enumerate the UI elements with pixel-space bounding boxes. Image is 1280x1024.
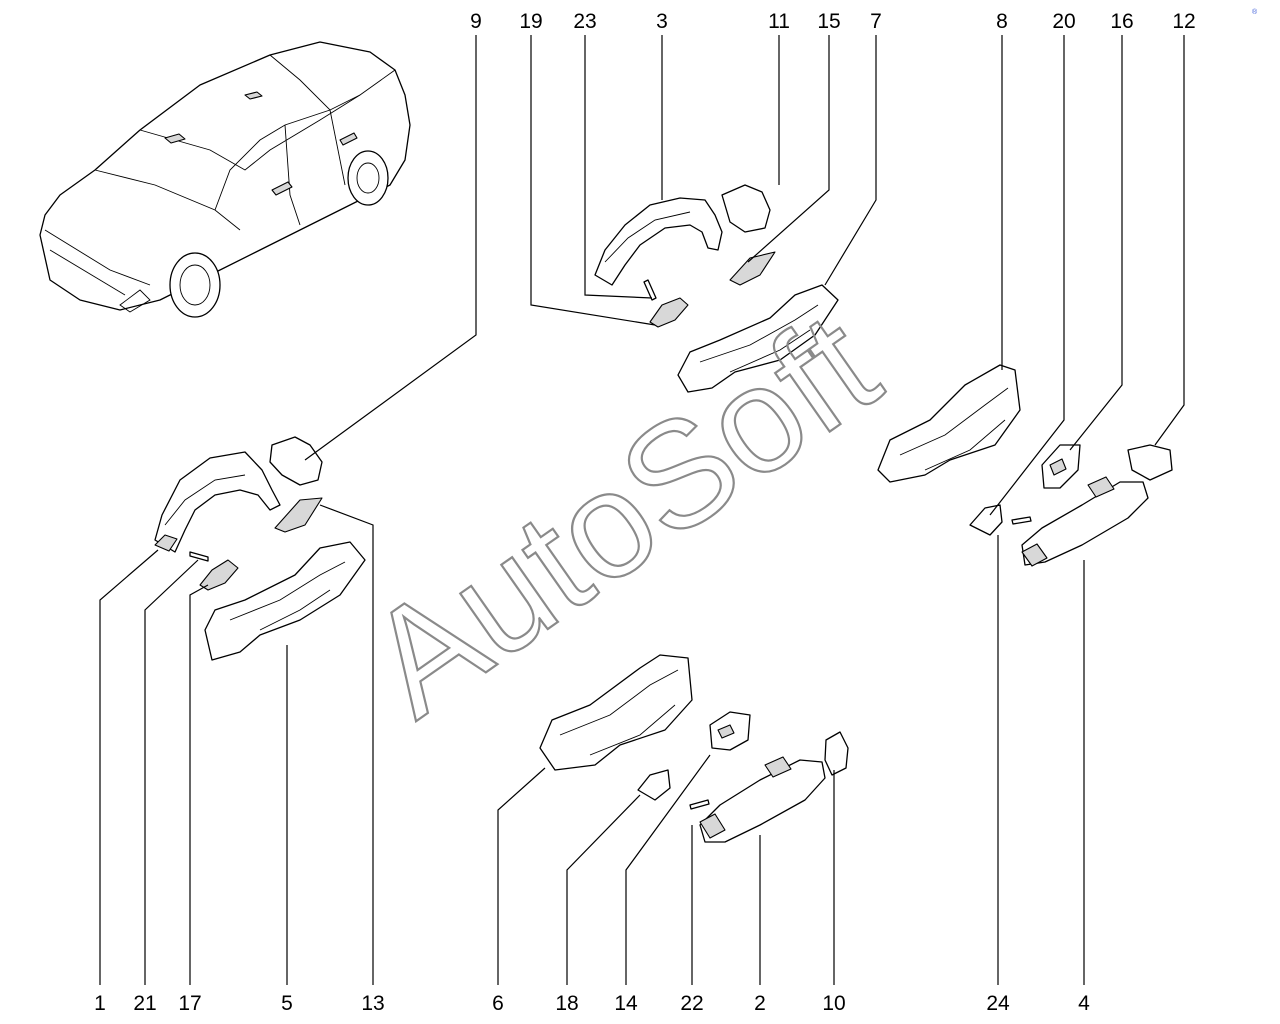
handle-end-cap-left [199, 559, 239, 591]
leader-lines [99, 35, 1185, 985]
callout-labels-top: 9 19 23 3 11 15 7 8 20 16 12 [470, 10, 1196, 33]
callout-label: 2 [754, 992, 766, 1015]
outer-handle-front-left [154, 451, 281, 553]
callout-label: 7 [870, 10, 882, 33]
gasket-right [729, 251, 776, 286]
screw-right [643, 279, 657, 301]
callout-label: 1 [94, 992, 106, 1015]
callout-label: 9 [470, 10, 482, 33]
rear-left-handle-group [539, 654, 849, 843]
screw-rear-left [689, 799, 710, 810]
callout-label: 23 [573, 10, 596, 33]
handle-end-cap-rear-left [824, 731, 849, 776]
callout-labels-bottom: 1 21 17 5 13 6 18 14 22 2 10 24 4 [94, 992, 1090, 1015]
callout-label: 17 [178, 992, 201, 1015]
handle-end-cap-rear-right [1127, 444, 1173, 481]
callout-label: 4 [1078, 992, 1090, 1015]
handle-end-cap-right [649, 297, 689, 328]
car-overview-icon [39, 41, 411, 318]
callout-label: 18 [555, 992, 578, 1015]
lock-cylinder-cap-right [721, 184, 771, 233]
callout-label: 8 [996, 10, 1008, 33]
callout-label: 19 [519, 10, 542, 33]
callout-label: 16 [1110, 10, 1133, 33]
front-right-handle-group [594, 184, 839, 393]
corner-mark: ® [1252, 8, 1258, 16]
gasket-left [274, 497, 323, 533]
gasket-rear-right [969, 504, 1003, 536]
outer-handle-front-right [594, 197, 723, 286]
gasket-rear-left [637, 769, 671, 801]
callout-label: 6 [492, 992, 504, 1015]
callout-label: 3 [656, 10, 668, 33]
screw-left [189, 551, 209, 562]
callout-label: 13 [361, 992, 384, 1015]
front-left-handle-group [154, 436, 366, 661]
callout-label: 20 [1052, 10, 1075, 33]
handle-bracket-front-left [204, 541, 366, 661]
callout-label: 24 [986, 992, 1010, 1015]
screw-rear-right [1011, 516, 1032, 525]
callout-label: 10 [822, 992, 845, 1015]
handle-bracket-rear-left [539, 654, 693, 771]
handle-bracket-front-right [677, 284, 839, 393]
callout-label: 12 [1172, 10, 1195, 33]
callout-label: 14 [614, 992, 638, 1015]
callout-label: 5 [281, 992, 293, 1015]
handle-bracket-rear-right [877, 364, 1021, 483]
callout-label: 22 [680, 992, 703, 1015]
outer-handle-rear-left [699, 759, 826, 843]
rear-right-handle-group [877, 364, 1173, 567]
callout-label: 11 [768, 10, 790, 33]
callout-label: 15 [817, 10, 840, 33]
watermark-text: AutoSoft [338, 280, 906, 748]
callout-label: 21 [133, 992, 156, 1015]
lock-cylinder-cap-left [269, 436, 323, 486]
